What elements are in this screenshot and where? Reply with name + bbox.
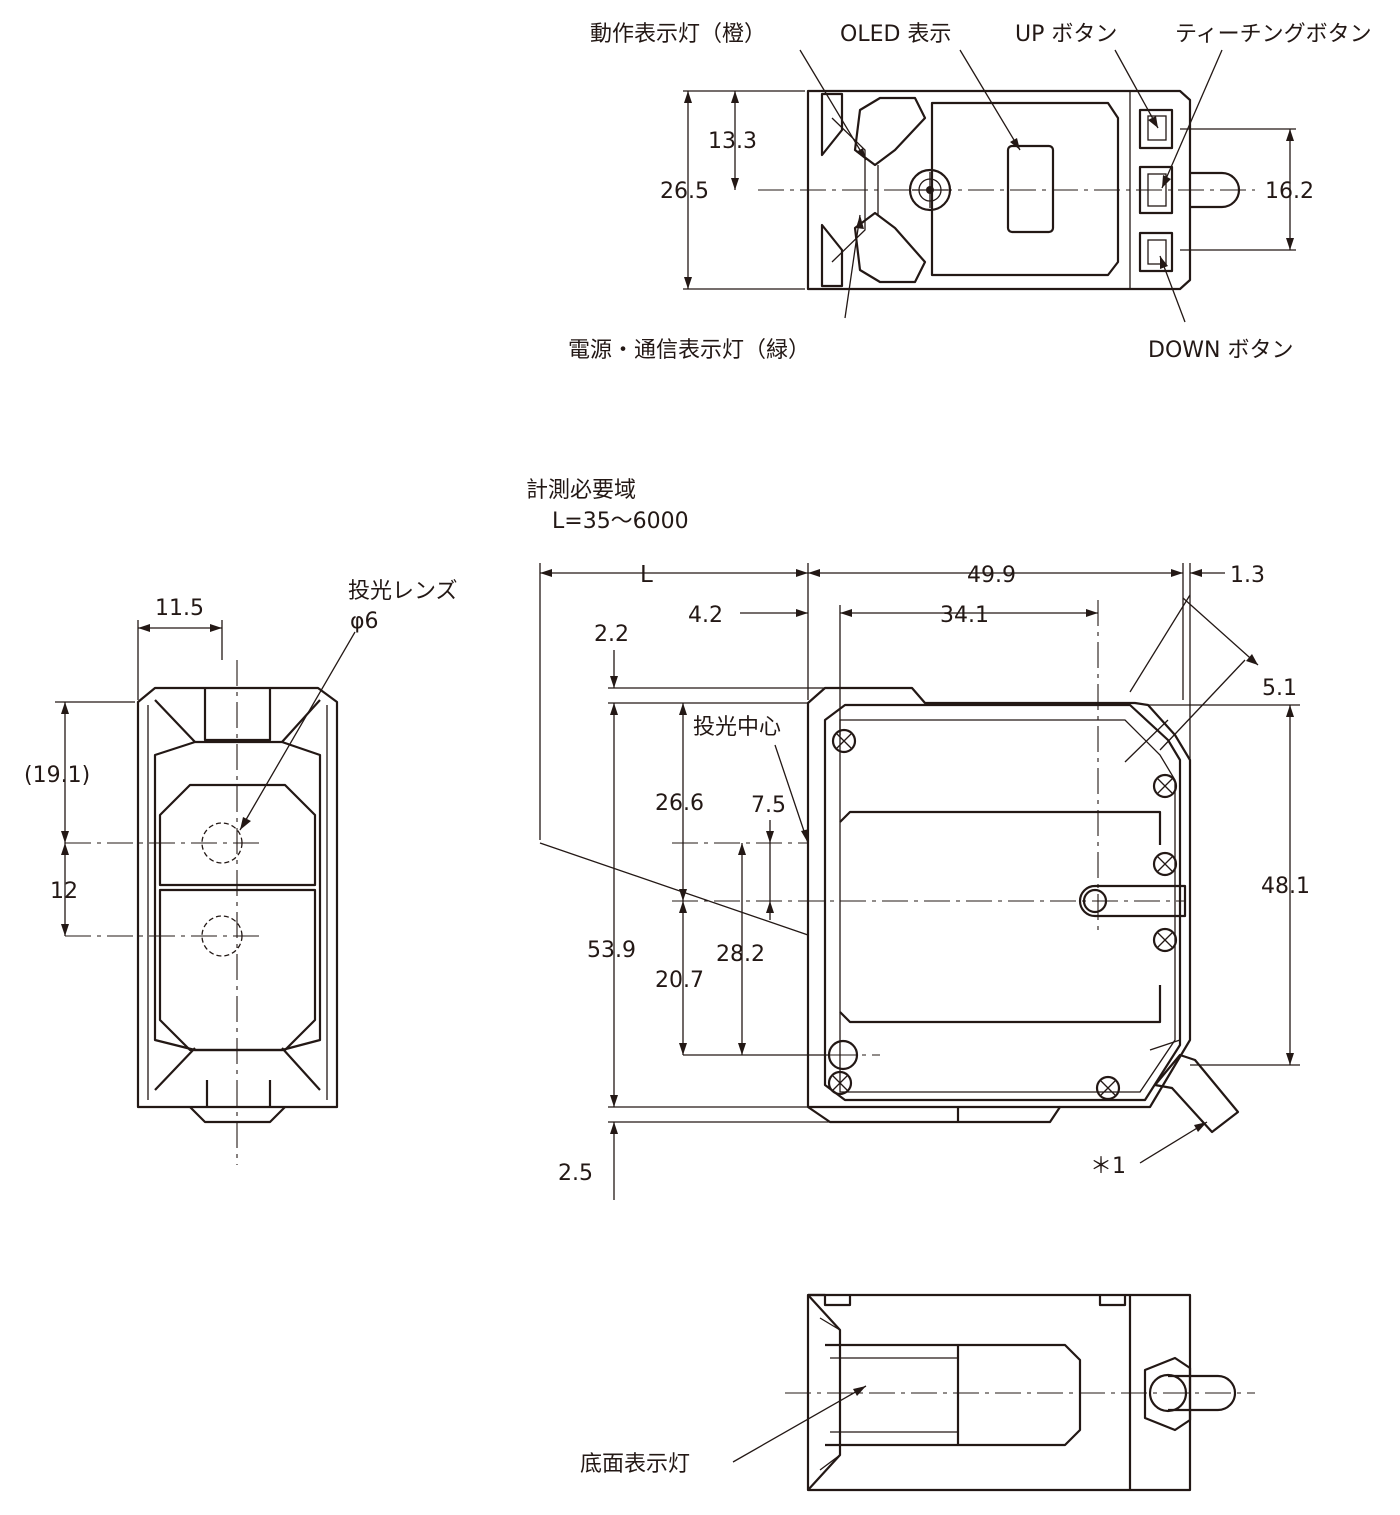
down-button-label: DOWN ボタン [1148,338,1293,363]
bottom-view-connector [1143,1356,1192,1432]
range-title: 計測必要域 [526,478,636,503]
note-1: ＊1 [1090,1154,1126,1179]
power-led-window [853,211,927,284]
bottom-view-housing [806,1293,1192,1492]
dim-7-5: 7.5 [751,793,786,818]
dim-13-3: 13.3 [708,129,757,154]
dim-28-2: 28.2 [716,942,765,967]
dim-19-1: (19.1) [24,763,90,788]
dim-26-5: 26.5 [660,179,709,204]
front-view: 計測必要域 L=35～6000 L 49.9 1.3 4.2 34.1 5.1 … [526,478,1310,1200]
dim-48-1: 48.1 [1261,874,1310,899]
bottom-view: 底面表示灯 [580,1293,1255,1492]
side-view-housing [136,686,339,1109]
dim-34-1: 34.1 [940,603,989,628]
mount-slot [1078,884,1187,918]
dim-26-6: 26.6 [655,791,704,816]
top-view-housing [806,89,1192,291]
dim-L: L [640,562,653,588]
upper-lens-window [153,740,322,1052]
dim-2-2: 2.2 [594,622,629,647]
front-view-cable [1153,1053,1240,1134]
dim-20-7: 20.7 [655,968,704,993]
power-led-label: 電源・通信表示灯（緑） [568,338,810,363]
dim-53-9: 53.9 [587,938,636,963]
dim-2-5: 2.5 [558,1161,593,1186]
screw-set [827,728,1178,1101]
range-value: L=35～6000 [552,509,689,534]
lens-diameter-label: φ6 [350,609,379,634]
oled-display [1006,144,1055,234]
top-view: 動作表示灯（橙） OLED 表示 UP ボタン ティーチングボタン 電源・通信表… [568,22,1372,363]
emit-center-label: 投光中心 [693,715,781,740]
dim-49-9: 49.9 [967,563,1016,588]
dim-12: 12 [50,879,78,904]
oled-label: OLED 表示 [840,22,951,47]
bottom-led-window [825,1343,1082,1447]
dim-5-1: 5.1 [1262,676,1297,701]
oled-frame [930,101,1120,277]
dim-16-2: 16.2 [1265,179,1314,204]
lens-label: 投光レンズ [348,579,458,604]
up-button [1138,108,1174,150]
down-button [1138,231,1174,273]
dim-4-2: 4.2 [688,603,723,628]
dim-1-3: 1.3 [1230,563,1265,588]
up-button-label: UP ボタン [1015,22,1117,47]
dim-11-5: 11.5 [155,596,204,621]
bottom-led-label: 底面表示灯 [580,1452,690,1477]
operation-led-label: 動作表示灯（橙） [590,22,766,47]
bottom-view-cable [1168,1374,1237,1412]
front-view-housing [806,686,1192,1124]
front-view-panel [823,703,1182,1102]
teaching-button-label: ティーチングボタン [1175,22,1372,47]
side-view: 11.5 (19.1) 12 投光レンズ φ6 [24,579,458,1165]
